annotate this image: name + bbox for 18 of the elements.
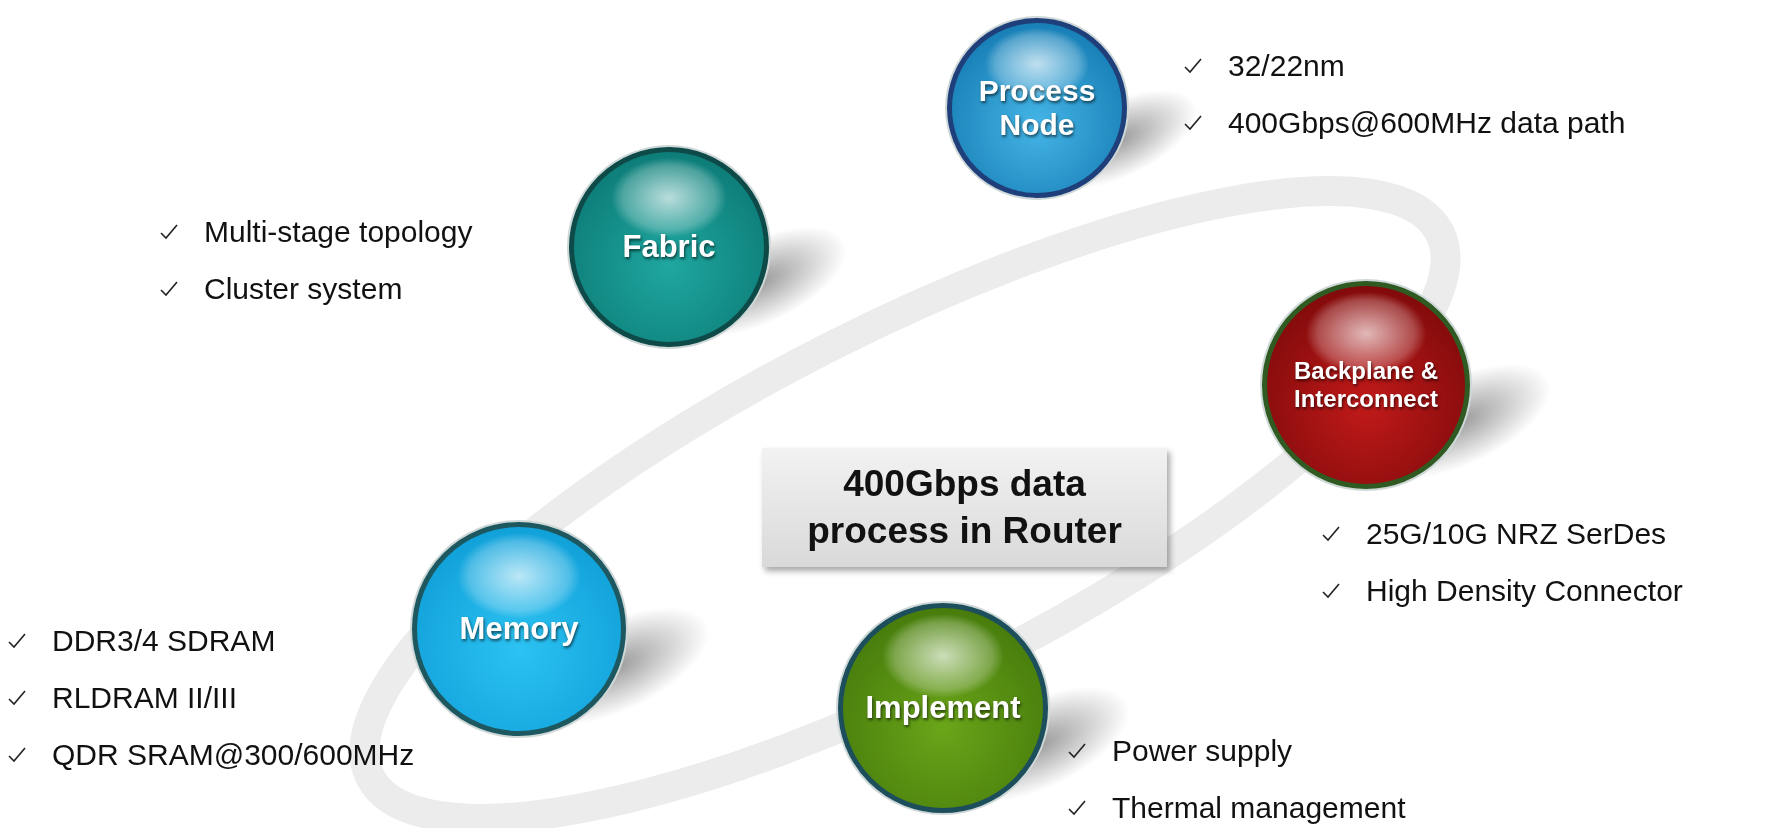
bullet-text: 32/22nm bbox=[1228, 48, 1345, 83]
bullet-text: DDR3/4 SDRAM bbox=[52, 623, 276, 658]
node-label: Backplane & Interconnect bbox=[1292, 357, 1440, 413]
bullet-text: 25G/10G NRZ SerDes bbox=[1366, 516, 1667, 551]
bullet-text: RLDRAM II/III bbox=[52, 680, 238, 715]
bullet-text: Power supply bbox=[1112, 733, 1293, 768]
node-label: Memory bbox=[459, 611, 579, 647]
bullet-text: Cluster system bbox=[204, 271, 403, 306]
node-label: Implement bbox=[865, 690, 1021, 726]
title-box bbox=[762, 448, 1167, 567]
bullet-text: High Density Connector bbox=[1366, 573, 1683, 608]
node-label: Process Node bbox=[977, 73, 1097, 143]
node-label: Fabric bbox=[622, 229, 716, 265]
bullet-text: 400Gbps@600MHz data path bbox=[1228, 105, 1626, 140]
bullet-text: Multi-stage topology bbox=[204, 214, 473, 249]
node-label: 400Gbps data process in Router bbox=[806, 462, 1123, 553]
bullet-text: QDR SRAM@300/600MHz bbox=[52, 737, 415, 772]
bullet-text: Thermal management bbox=[1112, 790, 1406, 825]
